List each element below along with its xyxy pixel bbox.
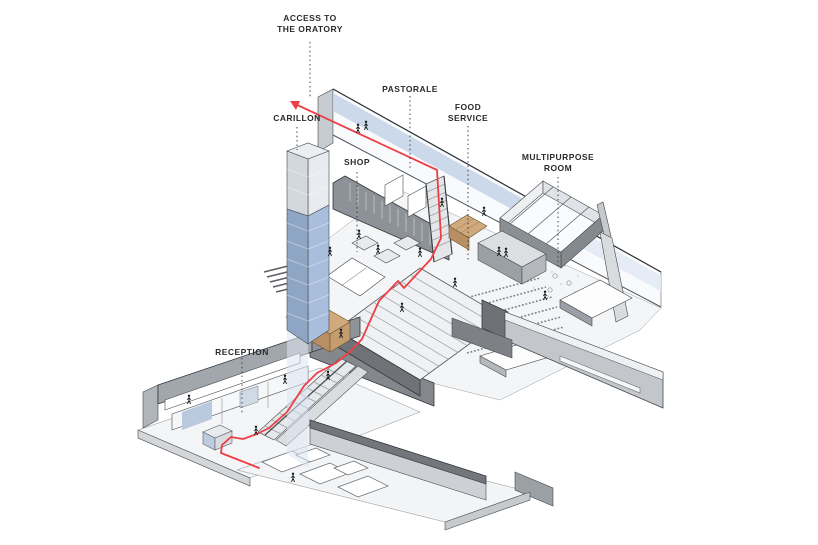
visitor-route [220,101,442,469]
person-icon [482,206,486,217]
visitor-route-line [220,102,442,469]
label-multipurpose: MULTIPURPOSE ROOM [521,152,595,173]
person-icon [328,246,332,257]
mid-parapet [451,317,513,359]
label-pastorale: PASTORALE [382,84,438,94]
food-service-counter [477,230,547,285]
person-icon [357,229,361,240]
person-icon [543,290,547,301]
label-shop: SHOP [344,157,370,167]
label-food-service: FOOD SERVICE [447,102,489,123]
person-icon [291,472,295,483]
person-icon [376,244,380,255]
shop-shelving-hatch [349,183,439,250]
person-icon [339,328,343,339]
person-icon [400,302,404,313]
route-arrow-head [290,101,300,110]
person-icon [356,123,360,134]
reception-desk [202,424,233,451]
carillon-tower [286,142,330,468]
label-reception: RECEPTION [215,347,269,357]
person-icon [497,246,501,257]
basement-wing [236,419,554,531]
label-access-oratory: ACCESS TO THE ORATORY [277,13,343,34]
person-icon [440,197,444,208]
person-icon [283,374,287,385]
right-wing-ramp [481,299,664,409]
person-icon [364,120,368,131]
label-carillon: CARILLON [273,113,321,123]
person-icon [504,247,508,258]
shop-area [326,174,450,297]
person-icon [254,425,258,436]
label-leaders [241,42,559,414]
person-icon [453,277,457,288]
people [187,120,547,483]
person-icon [326,370,330,381]
person-icon [418,247,422,258]
wood-stair-upper [448,214,488,251]
person-icon [187,394,191,405]
